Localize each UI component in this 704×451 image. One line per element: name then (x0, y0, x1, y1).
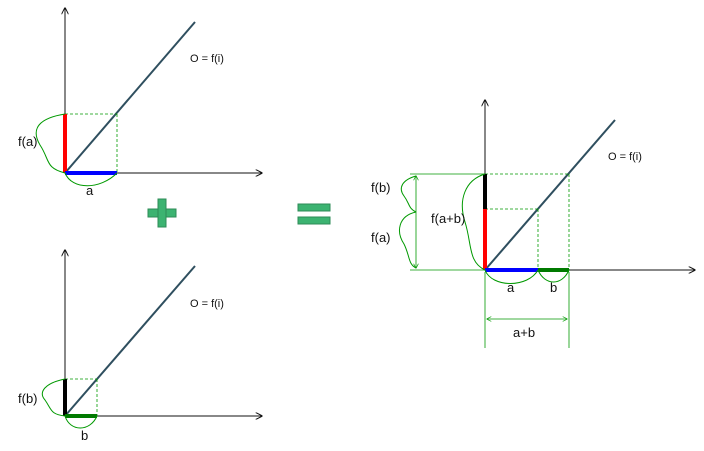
brace-fa (35, 113, 66, 174)
panel-right: O = f(i) f(b) f(a) f(a+b) a b a+b (371, 100, 695, 348)
brace-b (537, 269, 570, 283)
fb-label: f(b) (18, 391, 38, 406)
brace-fb (41, 378, 66, 417)
panel-top-left: O = f(i) f(a) a (18, 8, 262, 198)
brace-a (484, 269, 539, 284)
equals-icon (297, 203, 331, 225)
line-label: O = f(i) (190, 298, 224, 310)
brace-fa (399, 211, 417, 269)
identity-line (64, 21, 196, 174)
panel-bottom-left: O = f(i) f(b) b (18, 250, 262, 443)
brace-b (64, 415, 98, 429)
brace-a (64, 172, 118, 187)
a-label: a (86, 183, 94, 198)
fa-label: f(a) (18, 134, 38, 149)
fb-label: f(b) (371, 180, 391, 195)
identity-line (484, 119, 616, 271)
plus-icon (147, 198, 177, 228)
brace-fb (400, 175, 417, 213)
brace-fab (461, 173, 486, 271)
b-label: b (550, 280, 557, 295)
fa-label: f(a) (371, 230, 391, 245)
line-label: O = f(i) (190, 53, 224, 65)
line-label: O = f(i) (608, 151, 642, 163)
fab-label: f(a+b) (431, 211, 465, 226)
identity-line (64, 265, 196, 417)
ab-label: a+b (513, 325, 535, 340)
a-label: a (507, 280, 515, 295)
b-label: b (81, 428, 88, 443)
